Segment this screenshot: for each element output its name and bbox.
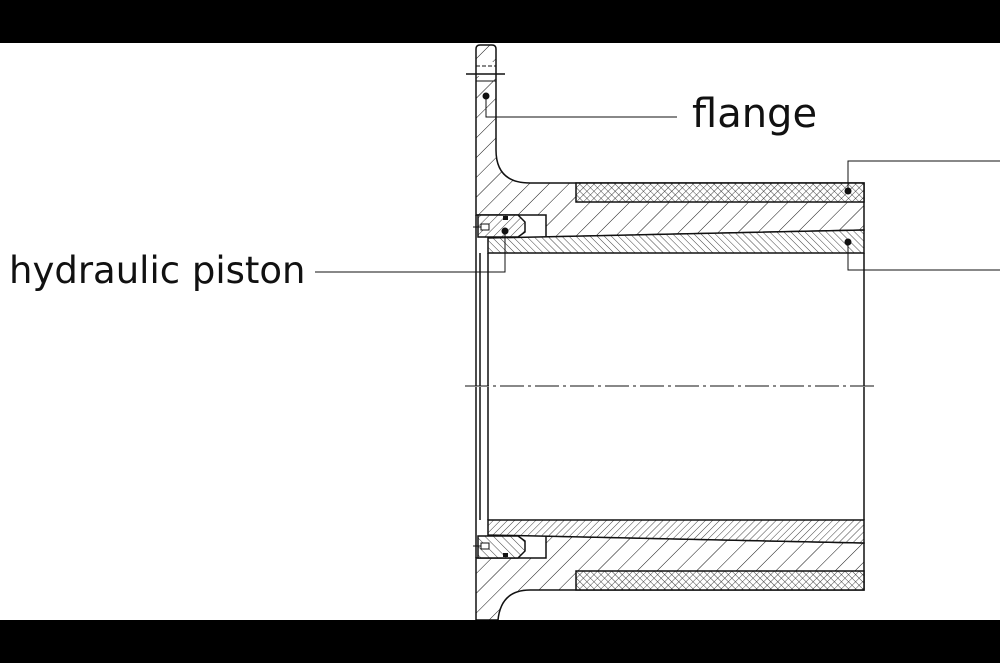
piston-leader — [315, 227, 509, 273]
top-letterbox — [0, 0, 1000, 43]
hydraulic-piston-label: hydraulic piston — [9, 249, 306, 292]
wrap-leader — [844, 160, 1000, 195]
bottom-letterbox — [0, 620, 1000, 663]
sleeve-leader — [844, 238, 1000, 271]
flange-body-upper — [475, 44, 865, 238]
flange-label: flange — [692, 91, 818, 137]
flange-leader — [482, 92, 677, 118]
